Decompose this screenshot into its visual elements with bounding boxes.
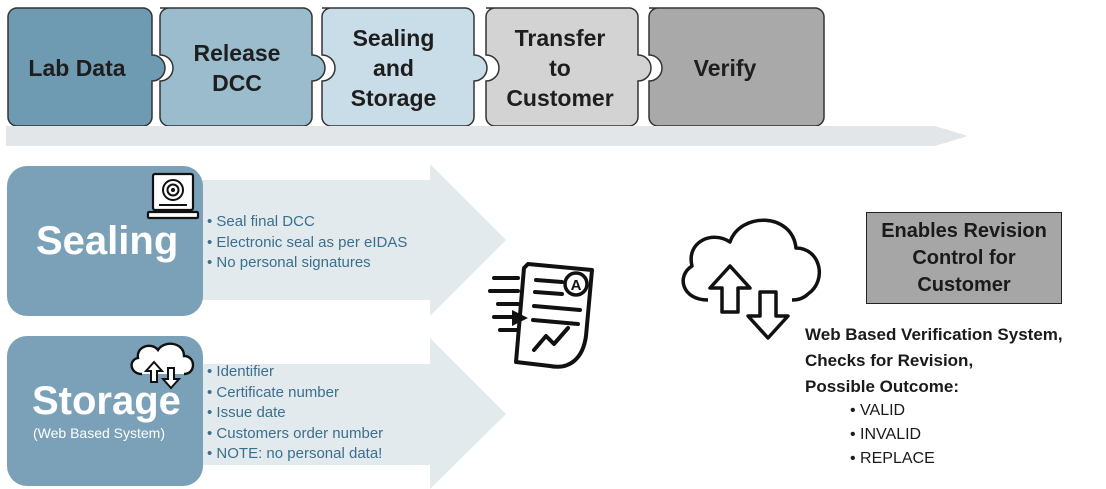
revision-control-box: Enables Revision Control for Customer bbox=[866, 212, 1062, 304]
step-verify-piece bbox=[648, 7, 825, 127]
storage-bullet: Certificate number bbox=[207, 383, 383, 404]
outcome-item: REPLACE bbox=[850, 447, 935, 471]
step-label-verify: Verify bbox=[693, 55, 757, 81]
sealing-bullet: Seal final DCC bbox=[207, 212, 407, 233]
cloud-upload-download-icon bbox=[681, 218, 822, 340]
verification-heading-line: Possible Outcome: bbox=[805, 377, 959, 396]
storage-bullet: NOTE: no personal data! bbox=[207, 444, 383, 465]
step-label-lab-data: Lab Data bbox=[28, 55, 126, 81]
sealing-bullets: Seal final DCC Electronic seal as per eI… bbox=[207, 212, 407, 274]
svg-text:A: A bbox=[571, 277, 582, 294]
storage-bullets: Identifier Certificate number Issue date… bbox=[207, 362, 383, 465]
cloud-sync-icon bbox=[130, 342, 195, 390]
sealing-title: Sealing bbox=[36, 219, 179, 263]
storage-bullet: Identifier bbox=[207, 362, 383, 383]
storage-title: Storage bbox=[32, 379, 181, 423]
process-puzzle-graphic bbox=[6, 7, 968, 146]
step-lab-data-piece bbox=[7, 7, 166, 127]
outcome-item: INVALID bbox=[850, 423, 935, 447]
step-label-sealing-storage: Sealing and Storage bbox=[350, 25, 437, 111]
storage-subtitle: (Web Based System) bbox=[33, 425, 166, 441]
verification-heading: Web Based Verification System, Checks fo… bbox=[805, 322, 1063, 400]
storage-bullet: Issue date bbox=[207, 403, 383, 424]
certificate-document-icon: A bbox=[488, 262, 594, 369]
step-label-transfer: Transfer to Customer bbox=[506, 25, 614, 111]
sealing-bullet: No personal signatures bbox=[207, 253, 407, 274]
verification-heading-line: Checks for Revision, bbox=[805, 351, 974, 370]
timeline-arrow bbox=[6, 126, 968, 146]
verification-heading-line: Web Based Verification System, bbox=[805, 325, 1063, 344]
sealing-bullet: Electronic seal as per eIDAS bbox=[207, 233, 407, 254]
laptop-seal-icon bbox=[146, 172, 200, 220]
outcome-item: VALID bbox=[850, 399, 935, 423]
storage-bullet: Customers order number bbox=[207, 424, 383, 445]
step-label-release-dcc: Release DCC bbox=[193, 40, 281, 96]
outcome-list: VALID INVALID REPLACE bbox=[850, 399, 935, 471]
